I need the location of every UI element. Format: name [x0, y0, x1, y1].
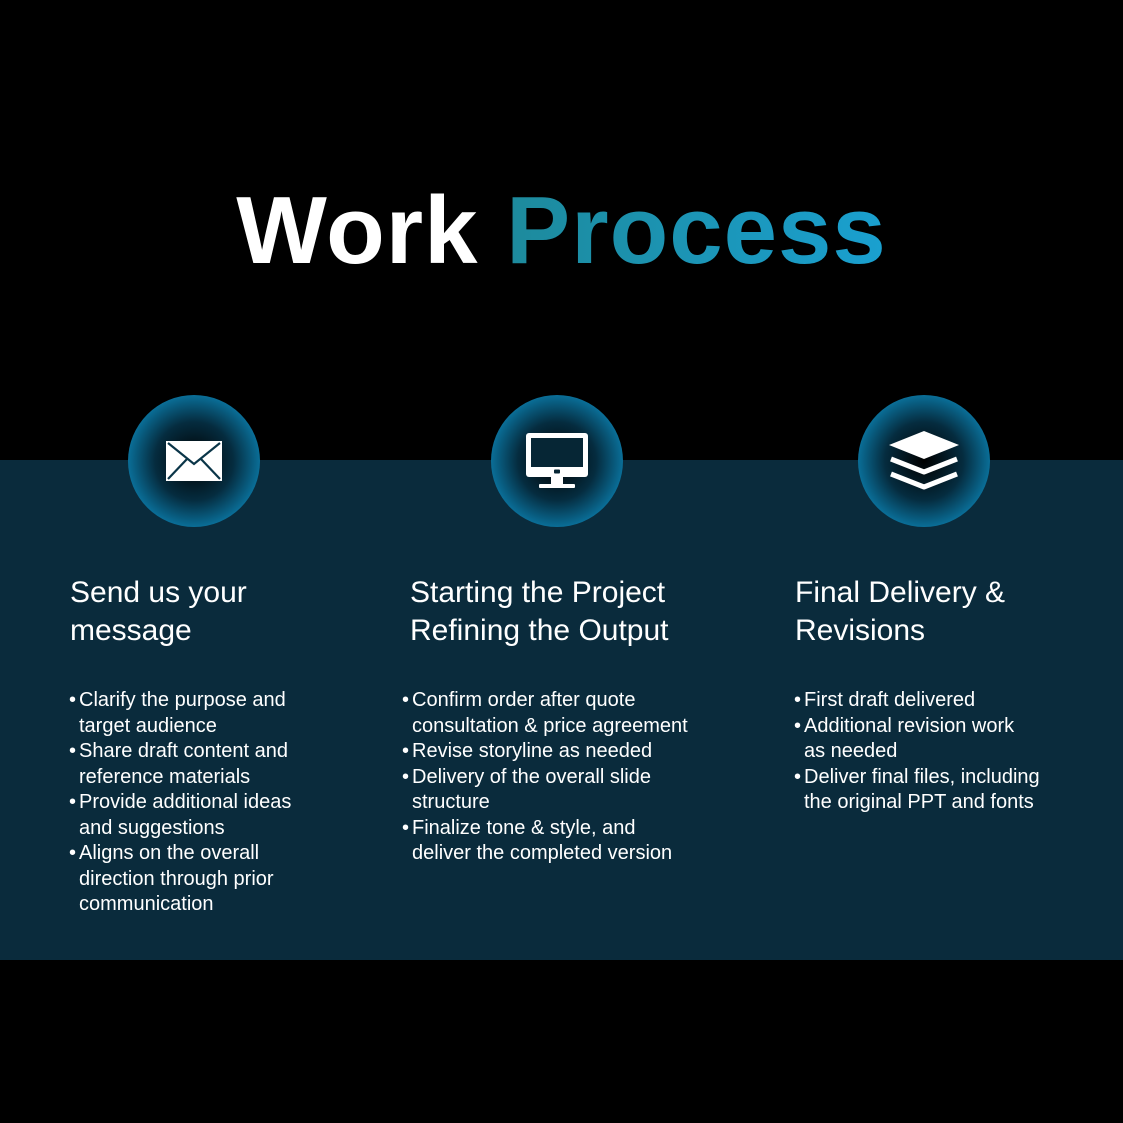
- step-2-bullet-4: Finalize tone & style, and deliver the c…: [402, 816, 733, 867]
- title-word-process: Process: [506, 177, 887, 284]
- step-1-bullet-2: Share draft content and reference materi…: [69, 739, 360, 790]
- step-1-bullet-1: Clarify the purpose and target audience: [69, 688, 360, 739]
- step-1-icon-circle: [128, 395, 260, 527]
- step-3-icon-circle: [858, 395, 990, 527]
- step-1: Send us your message Clarify the purpose…: [69, 574, 360, 918]
- step-3-bullet-2: Additional revision work as needed: [794, 714, 1095, 765]
- step-3-bullet-1: First draft delivered: [794, 688, 1095, 714]
- step-2: Starting the Project Refining the Output…: [402, 574, 733, 867]
- monitor-icon: [526, 433, 588, 488]
- page-title: Work Process: [0, 176, 1123, 286]
- step-3: Final Delivery & Revisions First draft d…: [794, 574, 1095, 816]
- step-2-bullets: Confirm order after quote consultation &…: [402, 688, 733, 867]
- envelope-icon: [166, 441, 222, 481]
- step-1-bullets: Clarify the purpose and target audience …: [69, 688, 360, 918]
- step-3-bullet-3: Deliver final files, including the origi…: [794, 765, 1095, 816]
- step-3-heading: Final Delivery & Revisions: [795, 576, 1006, 647]
- step-1-bullet-3: Provide additional ideas and suggestions: [69, 790, 360, 841]
- step-2-heading: Starting the Project Refining the Output: [410, 576, 669, 647]
- step-2-icon-circle: [491, 395, 623, 527]
- step-2-bullet-3: Delivery of the overall slide structure: [402, 765, 733, 816]
- step-1-heading: Send us your message: [70, 576, 247, 647]
- step-2-bullet-1: Confirm order after quote consultation &…: [402, 688, 733, 739]
- layers-icon: [889, 431, 959, 490]
- step-3-bullets: First draft delivered Additional revisio…: [794, 688, 1095, 816]
- title-word-work: Work: [236, 177, 479, 284]
- step-1-bullet-4: Aligns on the overall direction through …: [69, 841, 360, 918]
- step-2-bullet-2: Revise storyline as needed: [402, 739, 733, 765]
